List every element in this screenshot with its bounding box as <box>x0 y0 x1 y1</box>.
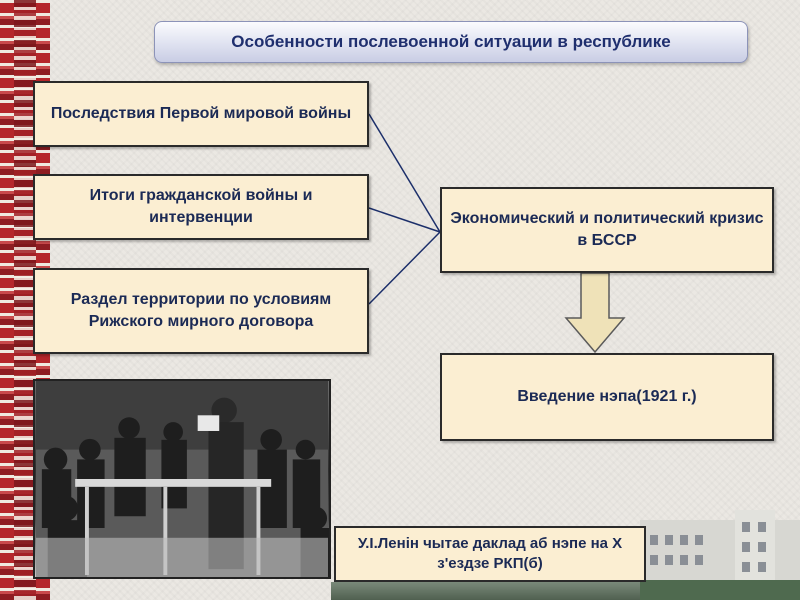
cause-box-2: Итоги гражданской войны и интервенции <box>33 174 369 240</box>
photo-caption-text: У.І.Ленін чытае даклад аб нэпе на Х з'ез… <box>357 534 623 572</box>
photo-caption: У.І.Ленін чытае даклад аб нэпе на Х з'ез… <box>334 526 646 582</box>
cause-text-2: Итоги гражданской войны и интервенции <box>89 186 313 226</box>
historical-photo <box>33 379 331 579</box>
cause-box-1: Последствия Первой мировой войны <box>33 81 369 147</box>
cause-text-3: Раздел территории по условиям Рижского м… <box>70 290 332 330</box>
building-illustration <box>640 510 800 600</box>
slide-title: Особенности послевоенной ситуации в респ… <box>154 21 748 63</box>
cause-box-3: Раздел территории по условиям Рижского м… <box>33 268 369 354</box>
cause-text-1: Последствия Первой мировой войны <box>50 104 352 122</box>
photo-illustration <box>35 381 329 577</box>
slide-title-text: Особенности послевоенной ситуации в респ… <box>231 32 671 51</box>
outcome-text: Введение нэпа(1921 г.) <box>517 387 697 405</box>
result-box: Экономический и политический кризис в БС… <box>440 187 774 273</box>
outcome-box: Введение нэпа(1921 г.) <box>440 353 774 441</box>
result-text: Экономический и политический кризис в БС… <box>450 209 764 249</box>
